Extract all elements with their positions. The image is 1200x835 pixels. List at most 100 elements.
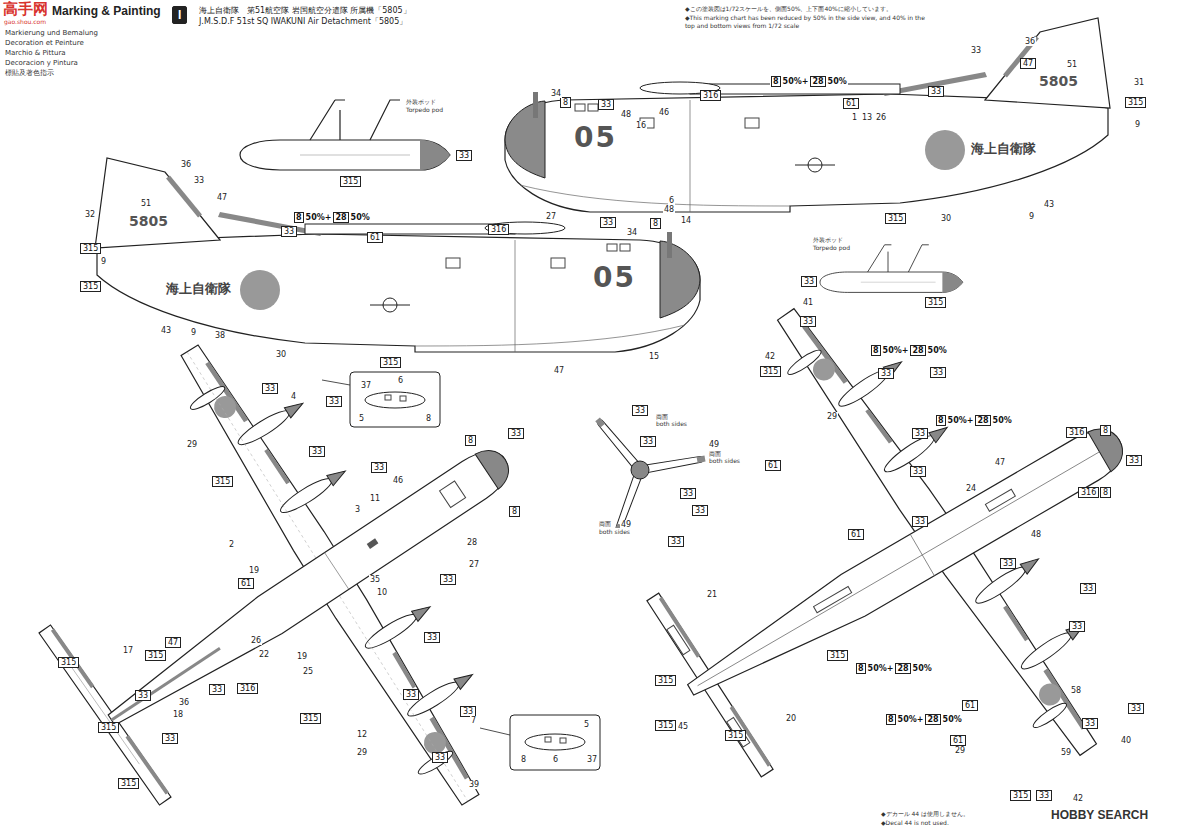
mix-ratio: 850%+2850% [870, 345, 948, 356]
callout-text: 33 [635, 406, 645, 415]
language-heading: Decoracion y Pintura [4, 59, 79, 68]
marking-number: 05 [573, 123, 618, 153]
callout-text: 33 [601, 100, 611, 109]
side-note: Torpedo pod [405, 106, 444, 113]
callout-text: 33 [683, 489, 693, 498]
bottom-view [679, 420, 1132, 711]
callout-box: 61 [238, 578, 254, 589]
callout-box: 33 [309, 446, 325, 457]
callout-box: 33 [456, 150, 472, 161]
detail-inset [480, 728, 510, 735]
callout-text: 47 [168, 638, 178, 647]
callout-box: 316 [700, 90, 721, 101]
callout-box: 33 [432, 752, 448, 763]
callout-box: 316 [1078, 487, 1099, 498]
callout-text: 47 [1023, 59, 1033, 68]
bottom-view [1018, 628, 1075, 674]
callout-box: 33 [1126, 455, 1142, 466]
callout-text: 61 [965, 701, 975, 710]
callout-text: 61 [846, 99, 856, 108]
propeller [631, 461, 649, 479]
top-view [39, 314, 528, 815]
callout-number: 22 [258, 650, 270, 659]
callout-number: 5 [358, 414, 365, 423]
callout-text: I [178, 7, 181, 23]
callout-text: 316 [1069, 428, 1084, 437]
callout-box: 61 [962, 700, 978, 711]
callout-box: 315 [1010, 790, 1031, 801]
callout-number: 51 [140, 199, 152, 208]
callout-number: 48 [1030, 530, 1042, 539]
callout-number: 10 [376, 588, 388, 597]
callout-number: 37 [586, 755, 598, 764]
callout-number: 33 [970, 46, 982, 55]
callout-number: 49 [708, 440, 720, 449]
callout-text: 50%+ [883, 346, 909, 355]
callout-number: 18 [172, 710, 184, 719]
callout-number: 9 [1028, 212, 1035, 221]
callout-number: 26 [875, 113, 887, 122]
callout-box: 8 [1100, 487, 1111, 498]
callout-text: 8 [563, 98, 568, 107]
callout-box: 33 [640, 436, 656, 447]
callout-text: 315 [83, 244, 98, 253]
callout-number: 39 [468, 780, 480, 789]
mix-ratio: 850%+2850% [293, 212, 371, 223]
callout-text: 50%+ [306, 213, 332, 222]
callout-text: 33 [915, 517, 925, 526]
callout-number: 11 [369, 494, 381, 503]
callout-text: 33 [427, 633, 437, 642]
callout-box: 315 [145, 650, 166, 661]
bottom-view [985, 489, 1015, 511]
callout-number: 42 [1072, 794, 1084, 803]
callout-text: 33 [1083, 584, 1093, 593]
note: ◆この塗装図は1/72スケールを、側面50%、上下面40%に縮小しています。 [684, 5, 936, 13]
callout-number: 58 [1070, 686, 1082, 695]
bottom-view [1002, 605, 1029, 641]
callout-number: 48 [620, 110, 632, 119]
scheme-heading: J.M.S.D.F 51st SQ IWAKUNI Air Detachment… [198, 17, 408, 27]
callout-box: 33 [162, 733, 178, 744]
bottom-view [835, 365, 892, 411]
callout-box: 33 [1082, 718, 1098, 729]
bottom-view [679, 420, 1132, 711]
callout-text: 315 [383, 358, 398, 367]
side-note: both sides [598, 528, 631, 535]
callout-box: 315 [827, 650, 848, 661]
language-heading: 標貼及著色指示 [4, 69, 55, 78]
callout-text: 33 [931, 87, 941, 96]
callout-text: 316 [491, 225, 506, 234]
detail-inset [560, 738, 566, 743]
callout-number: 43 [1043, 200, 1055, 209]
callout-number: 47 [994, 458, 1006, 467]
callout-box: 61 [950, 735, 966, 746]
callout-box: 33 [424, 632, 440, 643]
callout-text: 8 [1103, 426, 1108, 435]
bottom-view [667, 625, 690, 655]
callout-text: 315 [343, 177, 358, 186]
detail-inset [385, 395, 391, 400]
callout-text: 33 [803, 317, 813, 326]
callout-text: 33 [463, 707, 473, 716]
mix-ratio: 850%+2850% [770, 76, 848, 87]
top-view [391, 652, 417, 689]
callout-text: 315 [83, 282, 98, 291]
callout-number: 21 [706, 590, 718, 599]
callout-box: 33 [800, 316, 816, 327]
callout-text: 33 [671, 537, 681, 546]
callout-text: 61 [851, 530, 861, 539]
callout-box: 8 [509, 506, 520, 517]
callout-number: 19 [248, 566, 260, 575]
callout-text: 315 [121, 779, 136, 788]
callout-number: 13 [861, 113, 873, 122]
callout-text: 33 [511, 429, 521, 438]
top-view [440, 481, 466, 508]
callout-box: 33 [930, 367, 946, 378]
callout-text: 50%+ [948, 416, 974, 425]
side-view [95, 158, 700, 352]
callout-number: 37 [360, 381, 372, 390]
callout-number: 9 [190, 328, 197, 337]
callout-box: 33 [878, 368, 894, 379]
callout-box: 33 [403, 689, 419, 700]
callout-box: 33 [1128, 703, 1144, 714]
